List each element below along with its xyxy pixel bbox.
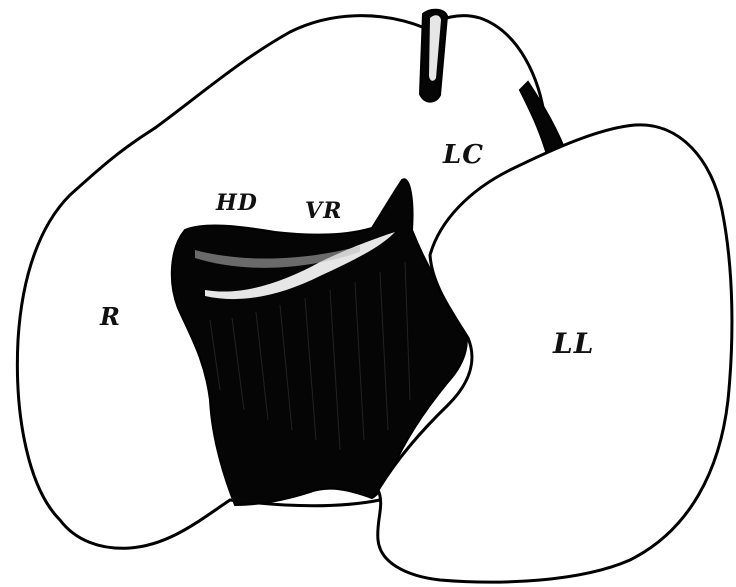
- label-lc: LC: [443, 140, 484, 170]
- label-hd: HD: [216, 190, 258, 216]
- label-vr: VR: [305, 198, 342, 224]
- label-r: R: [100, 302, 121, 331]
- label-ll: LL: [553, 327, 594, 360]
